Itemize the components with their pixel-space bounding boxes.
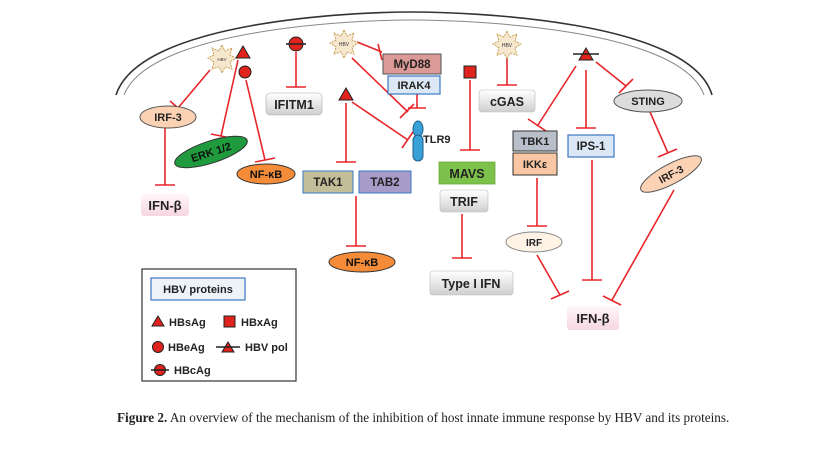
tak1-node [302, 170, 354, 194]
hbvpol-icon-top [573, 47, 599, 61]
legend-hbvpol-label: HBV pol [245, 342, 288, 354]
sting-node [613, 89, 683, 113]
tlr9-label: TLR9 [423, 134, 451, 146]
nfkb-left-label: NF-κB [250, 169, 282, 181]
hbv-virus-left-label: HBV [217, 57, 226, 62]
myd88-node [382, 53, 442, 75]
legend-title-box [150, 277, 246, 301]
tak1-label: TAK1 [313, 177, 343, 189]
ikke-label: IKKε [523, 159, 548, 171]
edge-hbeag-nfkb-bar [254, 157, 276, 163]
legend-hbeag-label: HBeAg [168, 342, 205, 354]
edge-sting-irf3 [649, 111, 669, 154]
ips1-node [567, 134, 615, 158]
edge-pol-tbk1 [537, 65, 577, 126]
nfkb-center-label: NF-κB [346, 257, 378, 269]
cell-membrane-inner [123, 19, 705, 96]
erk-node [174, 135, 248, 169]
ifnb-left-node [141, 194, 189, 216]
ifnb-left-label: IFN-β [148, 198, 181, 213]
ips1-label: IPS-1 [577, 141, 606, 153]
ifnb-right-node [567, 306, 619, 330]
hbsag-triangle-icon-center [338, 87, 354, 101]
edge-hbsag-tlr9-bar [401, 131, 414, 149]
caption-text: An overview of the mechanism of the inhi… [167, 410, 730, 425]
edge-pol-tbk1-bar [527, 118, 547, 132]
edge-sting-irf3-bar [657, 148, 678, 158]
irf3-left-node [139, 105, 197, 129]
edge-hbsag-erk [220, 59, 239, 137]
legend-hbsag-icon [151, 315, 165, 327]
tbk1-node [512, 130, 558, 152]
ifitm1-node [265, 92, 323, 116]
edge-hbv-myd88 [356, 41, 383, 53]
legend-hbcag-label: HBcAg [174, 365, 211, 377]
legend-hbvpol-icon [216, 341, 240, 353]
figure-caption: Figure 2. An overview of the mechanism o… [117, 408, 797, 428]
type1ifn-node [429, 270, 514, 296]
legend: HBV proteins HBsAg HBxAg HBeAg HBV pol H… [141, 268, 297, 382]
nfkb-center-node [328, 251, 396, 273]
mavs-node [438, 161, 496, 185]
edge-irf-ifnb-bar [550, 290, 570, 300]
edge-hbv-tlr9-bar [399, 103, 415, 119]
ifnb-right-label: IFN-β [576, 311, 609, 326]
irf-label: IRF [526, 238, 542, 249]
hbv-virus-right: HBV [492, 29, 522, 61]
hbv-virus-right-label: HBV [502, 43, 513, 49]
hbsag-triangle-icon-left [235, 45, 251, 59]
hbeag-circle-icon-left [238, 65, 252, 79]
legend-hbxag-label: HBxAg [241, 317, 278, 329]
edge-irf3r-ifnb [611, 189, 675, 301]
irf3-left-label: IRF-3 [154, 112, 182, 124]
caption-label: Figure 2. [117, 410, 168, 425]
trif-node [439, 189, 489, 213]
edge-pol-sting [595, 61, 627, 87]
type1ifn-label: Type I IFN [442, 277, 501, 291]
legend-hbcag-icon [151, 364, 169, 376]
irak4-node [387, 75, 441, 95]
cell-membrane [115, 11, 713, 96]
tbk1-label: TBK1 [521, 136, 550, 148]
cgas-label: cGAS [490, 95, 524, 109]
edge-hbv-irf3 [177, 69, 211, 109]
nfkb-left-node [236, 163, 296, 185]
edge-hbsag-tlr9 [351, 101, 409, 141]
edge-hbv-myd88-bar [377, 43, 383, 61]
irak4-label: IRAK4 [397, 80, 431, 92]
hbv-virus-center: HBV [329, 28, 359, 60]
hbv-virus-left: HBV [207, 43, 237, 75]
hbcag-icon-top [286, 36, 306, 52]
sting-label: STING [631, 96, 665, 108]
cgas-node [478, 89, 536, 113]
edge-hbeag-nfkb [245, 79, 266, 161]
irf-node [505, 231, 563, 253]
irf3-right-node [640, 155, 702, 193]
edge-irf3r-ifnb-bar [602, 295, 622, 306]
myd88-label: MyD88 [393, 59, 431, 71]
tab2-label: TAB2 [370, 177, 399, 189]
legend-hbxag-icon [223, 315, 236, 328]
hbxag-square-icon-top [463, 65, 477, 79]
legend-hbeag-icon [152, 341, 164, 353]
tlr9-receptor-icon [412, 120, 424, 162]
edge-pol-sting-bar [618, 78, 634, 94]
tab2-node [358, 170, 412, 194]
hbv-virus-center-label: HBV [339, 42, 350, 48]
edge-irf-ifnb [536, 254, 561, 296]
legend-title: HBV proteins [163, 284, 233, 296]
legend-hbsag-label: HBsAg [169, 317, 206, 329]
ifitm1-label: IFITM1 [274, 98, 314, 112]
ikke-node [512, 152, 558, 176]
trif-label: TRIF [450, 195, 478, 209]
mavs-label: MAVS [449, 167, 484, 181]
edge-hbv-tlr9 [351, 57, 409, 113]
